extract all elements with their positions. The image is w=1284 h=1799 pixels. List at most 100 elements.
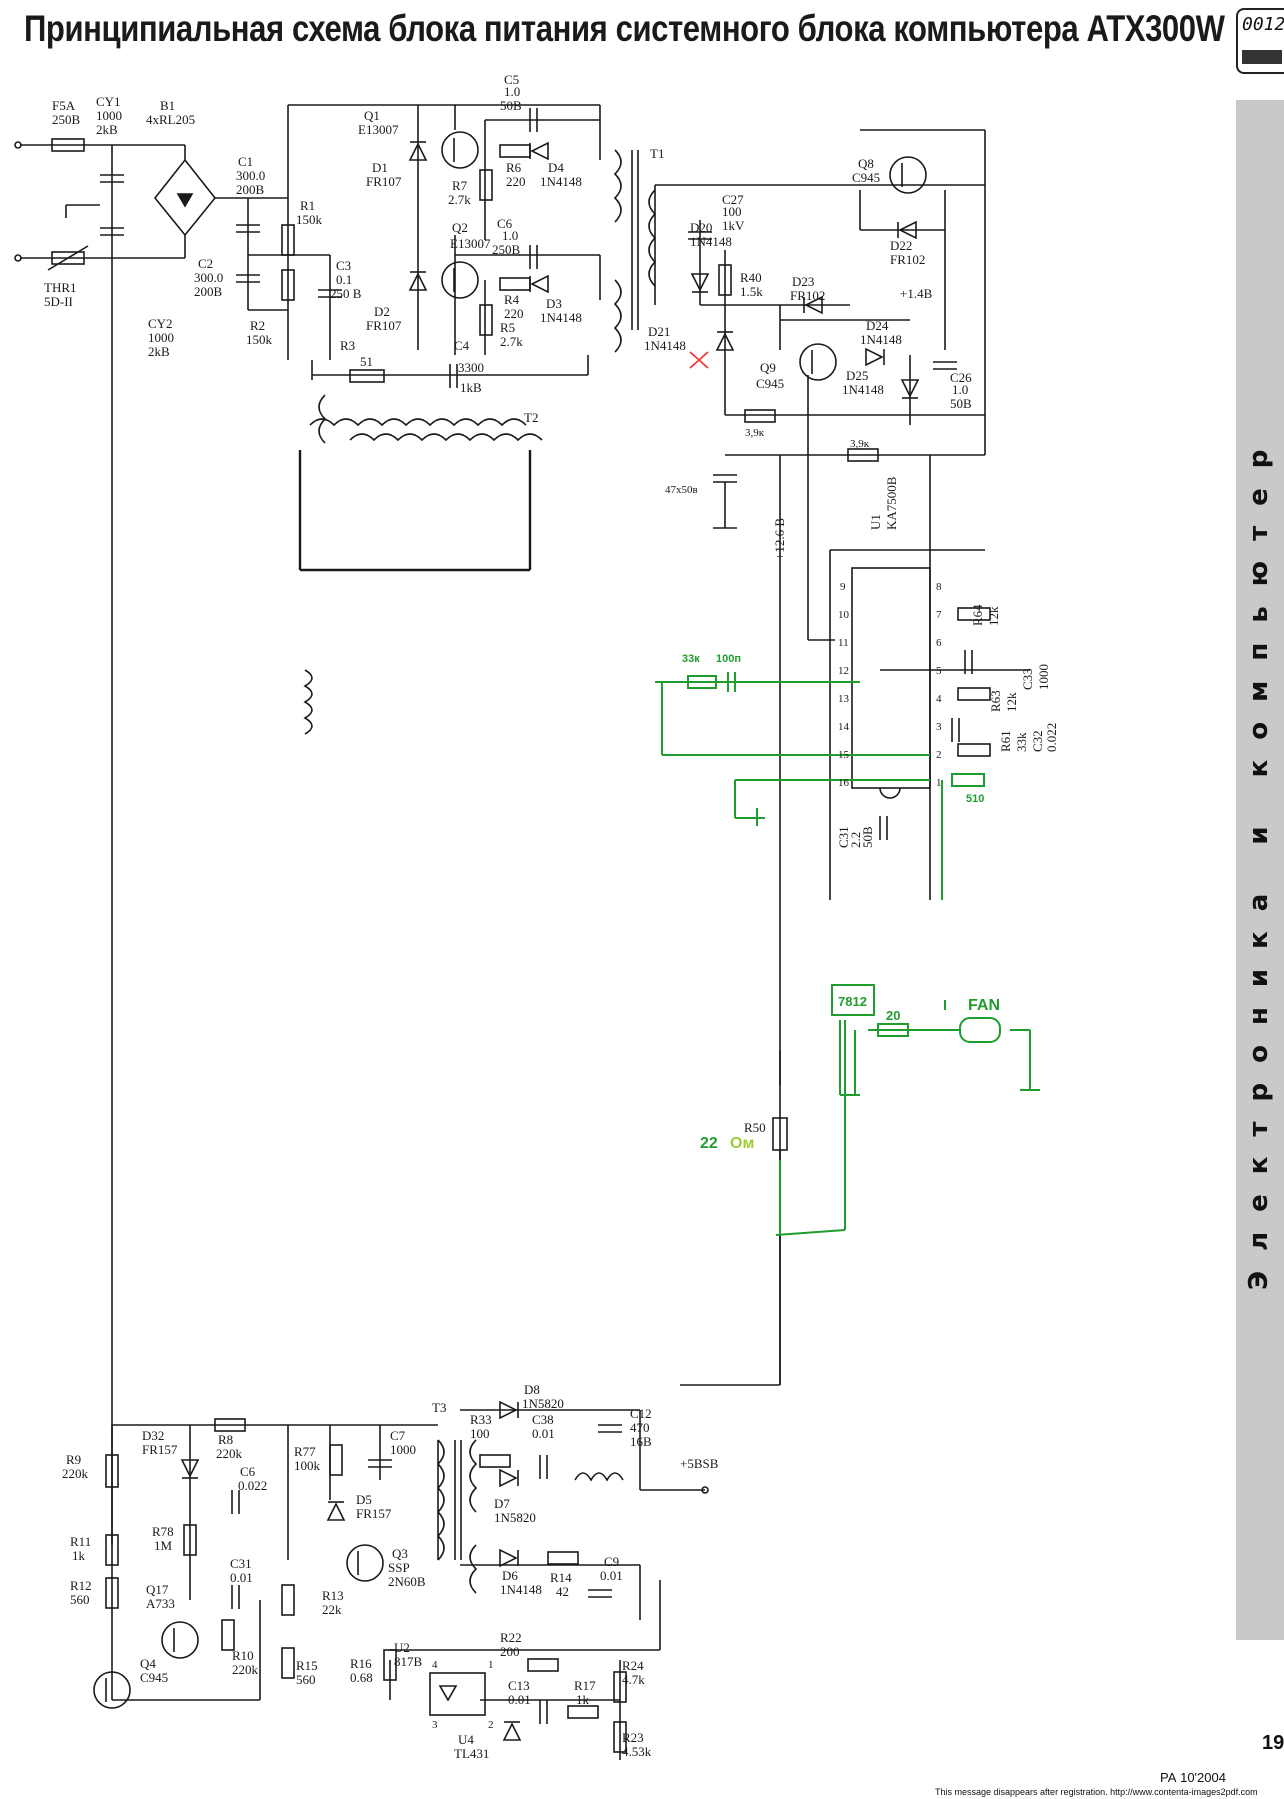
value-d20: 1N4148 — [690, 234, 732, 249]
label-c3: C3 — [336, 258, 351, 273]
ic-pin-right: 1 — [936, 777, 942, 789]
label-q4: Q4 — [140, 1656, 156, 1671]
value-r5: 2.7k — [500, 334, 523, 349]
resistor-r6 — [499, 144, 531, 158]
page-number: 19 — [1262, 1732, 1284, 1754]
resistor-r17 — [567, 1705, 599, 1719]
resistor-r5 — [479, 304, 493, 336]
resistor-r13 — [281, 1584, 295, 1616]
ic-pin-left: 10 — [838, 609, 850, 621]
label-q2: Q2 — [452, 220, 468, 235]
mod-label-fan: FAN — [968, 997, 1000, 1014]
value-q4: C945 — [140, 1670, 168, 1685]
label-d4: D4 — [548, 160, 564, 175]
ic-pin-right: 5 — [936, 665, 942, 677]
resistor-r50 — [772, 1117, 788, 1151]
label-r77: R77 — [294, 1444, 316, 1459]
label-c13: C13 — [508, 1678, 530, 1693]
resistor-r33 — [479, 1454, 511, 1468]
label-r2: R2 — [250, 318, 265, 333]
label-c7: C7 — [390, 1428, 406, 1443]
regulator-7812 — [831, 984, 875, 1016]
fuse-f5a — [14, 138, 85, 262]
label-f5a: F5A — [52, 98, 76, 113]
resistor-r9 — [105, 1454, 119, 1488]
value-r17: 1k — [576, 1692, 590, 1707]
value-r3: 51 — [360, 354, 373, 369]
value-r77: 100k — [294, 1458, 321, 1473]
value-r14: 42 — [556, 1584, 569, 1599]
value-c4: 3300 — [458, 360, 484, 375]
label-q1: Q1 — [364, 108, 380, 123]
value-c31-standby: 0.01 — [230, 1570, 253, 1585]
diode-d6 — [499, 1548, 519, 1568]
cap-c31-top — [879, 816, 888, 840]
mod-label-r50-unit: Ом — [730, 1135, 754, 1152]
label-r64: R64 — [970, 604, 985, 626]
resistor-r8 — [214, 1418, 246, 1432]
cap-c38 — [539, 1455, 548, 1479]
value-d6: 1N4148 — [500, 1582, 542, 1597]
value-d2: FR107 — [366, 318, 402, 333]
value-d22: FR102 — [890, 252, 925, 267]
label-c4: C4 — [454, 338, 470, 353]
resistor-r61 — [957, 743, 991, 757]
ic-u1-ka7500b — [851, 567, 931, 799]
value2-q3: 2N60B — [388, 1574, 426, 1589]
circuit-diagram: F5A 250В CY1 1000 2kB B1 4xRL205 THR1 5D… — [14, 72, 1059, 1761]
value-q2: E13007 — [450, 236, 491, 251]
value-q1: E13007 — [358, 122, 399, 137]
value-r78: 1M — [154, 1538, 173, 1553]
label-r40: R40 — [740, 270, 762, 285]
value-d8: 1N5820 — [522, 1396, 564, 1411]
value-r40: 1.5k — [740, 284, 763, 299]
u2-pin-3: 3 — [432, 1719, 438, 1731]
value2-c6: 250В — [492, 242, 521, 257]
value-r10: 220k — [232, 1662, 259, 1677]
diode-d8 — [499, 1400, 519, 1420]
u2-pin-4: 4 — [432, 1659, 438, 1671]
value-c3: 0.1 — [336, 272, 352, 287]
bridge-b1 — [153, 158, 217, 237]
label-r3: R3 — [340, 338, 355, 353]
ic-pin-left: 12 — [838, 665, 849, 677]
badge-bar — [1242, 50, 1282, 64]
transistor-q8 — [889, 156, 927, 194]
value-d25: 1N4148 — [842, 382, 884, 397]
value2-c1: 200В — [236, 182, 265, 197]
transistor-q2 — [441, 261, 479, 299]
mosfet-q3 — [346, 1544, 384, 1582]
diode-d22 — [897, 220, 917, 240]
net-plus-1-4v: +1.4В — [900, 286, 933, 301]
label-c6-standby: C6 — [240, 1464, 256, 1479]
transistor-q1 — [441, 131, 479, 169]
value2-c12: 16В — [630, 1434, 652, 1449]
value-q3: SSP — [388, 1560, 410, 1575]
value2-c3: 250 В — [330, 286, 362, 301]
inductor-5bsb — [574, 1472, 624, 1482]
label-r33: R33 — [470, 1412, 492, 1427]
value-c38: 0.01 — [532, 1426, 555, 1441]
label-d2: D2 — [374, 304, 390, 319]
label-q8: Q8 — [858, 156, 874, 171]
value-c1: 300.0 — [236, 168, 265, 183]
label-r5: R5 — [500, 320, 515, 335]
value-r61: 33k — [1014, 732, 1029, 752]
cap-c26 — [933, 361, 957, 370]
value-r8: 220k — [216, 1446, 243, 1461]
label-r4: R4 — [504, 292, 520, 307]
net-plus-12-6v: +12.6 В — [772, 518, 787, 560]
green-resistor-33k — [687, 675, 717, 689]
label-r-3-9k-a: 3,9к — [745, 427, 765, 439]
u4-pin-2: 2 — [488, 1719, 494, 1731]
ground-symbol — [65, 204, 100, 218]
resistor-r64 — [957, 607, 991, 621]
resistor-r39k-a — [744, 409, 776, 423]
value-b1: 4xRL205 — [146, 112, 195, 127]
label-u1: U1 — [868, 514, 883, 530]
value-r22: 200 — [500, 1644, 520, 1659]
value-r6: 220 — [506, 174, 526, 189]
cap-47x50 — [713, 474, 737, 529]
value-f5a: 250В — [52, 112, 81, 127]
thermistor-thr1 — [47, 245, 89, 271]
